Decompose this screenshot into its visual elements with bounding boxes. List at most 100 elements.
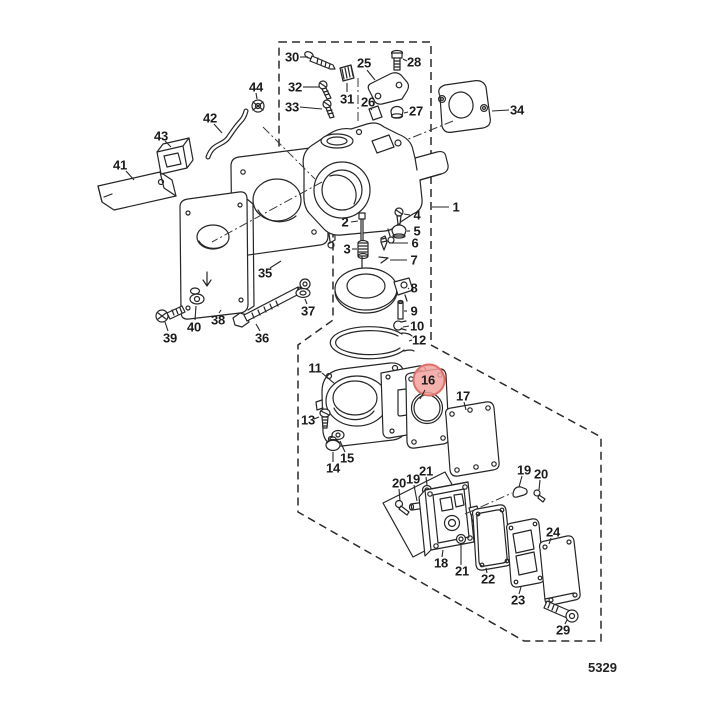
callout-30[interactable]: 30 bbox=[284, 49, 300, 65]
callout-36[interactable]: 36 bbox=[254, 330, 270, 346]
part-29-bolt bbox=[544, 601, 578, 622]
leader-line-24 bbox=[549, 538, 551, 544]
callout-34[interactable]: 34 bbox=[509, 102, 525, 118]
callout-31[interactable]: 31 bbox=[339, 91, 355, 107]
callout-23[interactable]: 23 bbox=[510, 592, 526, 608]
leader-line-43 bbox=[165, 141, 171, 147]
part-27-cap bbox=[391, 106, 403, 118]
callout-24[interactable]: 24 bbox=[545, 524, 561, 540]
callout-38[interactable]: 38 bbox=[210, 312, 226, 328]
part-38-plate bbox=[180, 192, 254, 319]
callout-25[interactable]: 25 bbox=[356, 55, 372, 71]
callout-20[interactable]: 20 bbox=[533, 466, 549, 482]
callout-40[interactable]: 40 bbox=[186, 319, 202, 335]
callout-35[interactable]: 35 bbox=[257, 265, 273, 281]
leader-line-22 bbox=[486, 568, 487, 573]
leader-line-19 bbox=[519, 476, 522, 487]
part-21-nut-bottom bbox=[457, 535, 466, 544]
part-12-bowl-gasket bbox=[330, 327, 414, 359]
callout-13[interactable]: 13 bbox=[300, 412, 316, 428]
callout-6[interactable]: 6 bbox=[411, 235, 419, 251]
callout-19[interactable]: 19 bbox=[405, 471, 421, 487]
callout-41[interactable]: 41 bbox=[112, 157, 128, 173]
callout-37[interactable]: 37 bbox=[300, 303, 316, 319]
callout-15[interactable]: 15 bbox=[339, 450, 355, 466]
callout-33[interactable]: 33 bbox=[284, 99, 300, 115]
callout-32[interactable]: 32 bbox=[287, 79, 303, 95]
leader-line-4 bbox=[404, 214, 410, 215]
part-37-nut bbox=[296, 279, 310, 298]
callout-27[interactable]: 27 bbox=[408, 103, 424, 119]
callout-17[interactable]: 17 bbox=[455, 388, 471, 404]
part-25-cover bbox=[368, 73, 408, 104]
part-5-plug bbox=[392, 225, 406, 238]
figure-number: 5329 bbox=[588, 660, 617, 675]
leader-line-38 bbox=[219, 310, 221, 313]
callout-28[interactable]: 28 bbox=[406, 54, 422, 70]
part-17-plate bbox=[446, 402, 500, 476]
leader-line-44 bbox=[256, 93, 257, 99]
callout-19[interactable]: 19 bbox=[516, 462, 532, 478]
part-30-screw bbox=[304, 50, 335, 69]
part-9-pin bbox=[398, 301, 403, 320]
leader-line-17 bbox=[464, 402, 466, 410]
leader-line-41 bbox=[126, 171, 134, 180]
callout-29[interactable]: 29 bbox=[555, 622, 571, 638]
callout-42[interactable]: 42 bbox=[202, 110, 218, 126]
part-7-clip bbox=[379, 257, 388, 263]
callout-8[interactable]: 8 bbox=[410, 280, 418, 296]
callout-9[interactable]: 9 bbox=[410, 303, 418, 319]
leader-line-19 bbox=[414, 485, 417, 501]
leader-line-8 bbox=[408, 288, 409, 289]
callout-overlay bbox=[126, 57, 567, 624]
callout-18[interactable]: 18 bbox=[433, 555, 449, 571]
callout-2[interactable]: 2 bbox=[341, 214, 349, 230]
callout-39[interactable]: 39 bbox=[162, 330, 178, 346]
part-41-spacer-bar bbox=[98, 172, 176, 210]
leader-line-11 bbox=[322, 373, 335, 384]
callout-22[interactable]: 22 bbox=[480, 571, 496, 587]
alignment-centerlines bbox=[212, 78, 512, 514]
callout-12[interactable]: 12 bbox=[411, 332, 427, 348]
leader-line-20 bbox=[399, 489, 400, 501]
leader-line-29 bbox=[565, 620, 567, 624]
callout-21[interactable]: 21 bbox=[454, 563, 470, 579]
part-14-plug bbox=[326, 437, 340, 451]
part-20-screw-right bbox=[534, 490, 545, 502]
leader-line-16 bbox=[420, 390, 425, 399]
callout-7[interactable]: 7 bbox=[410, 252, 418, 268]
callout-16[interactable]: 16 bbox=[420, 372, 436, 388]
leader-line-42 bbox=[214, 124, 222, 133]
part-31-spring bbox=[340, 65, 354, 81]
leader-line-25 bbox=[367, 70, 375, 80]
callout-26[interactable]: 26 bbox=[360, 94, 376, 110]
callout-3[interactable]: 3 bbox=[343, 241, 351, 257]
leader-line-28 bbox=[403, 59, 407, 61]
part-13-screw bbox=[320, 409, 330, 428]
leader-line-21 bbox=[426, 477, 427, 485]
callout-14[interactable]: 14 bbox=[325, 460, 341, 476]
leader-line-20 bbox=[539, 480, 540, 490]
highlight-circle-part-16[interactable] bbox=[414, 365, 445, 396]
callout-21[interactable]: 21 bbox=[418, 463, 434, 479]
part-8-float bbox=[335, 268, 413, 313]
callout-10[interactable]: 10 bbox=[409, 318, 425, 334]
leader-line-27 bbox=[404, 112, 408, 113]
leader-line-23 bbox=[519, 587, 521, 594]
callout-5[interactable]: 5 bbox=[413, 223, 421, 239]
leader-line-40 bbox=[195, 306, 196, 320]
leader-line-37 bbox=[305, 299, 307, 304]
part-18-pump-body bbox=[419, 482, 479, 556]
part-19-lever-right bbox=[513, 487, 527, 497]
part-34-gasket bbox=[439, 81, 491, 133]
callout-44[interactable]: 44 bbox=[248, 79, 264, 95]
part-32-screw bbox=[319, 81, 331, 99]
callout-43[interactable]: 43 bbox=[153, 128, 169, 144]
callout-20[interactable]: 20 bbox=[391, 475, 407, 491]
leader-line-12 bbox=[409, 340, 412, 341]
callout-1[interactable]: 1 bbox=[452, 199, 460, 215]
callout-4[interactable]: 4 bbox=[413, 207, 421, 223]
part-22-gasket bbox=[473, 505, 512, 570]
callout-11[interactable]: 11 bbox=[308, 360, 322, 376]
